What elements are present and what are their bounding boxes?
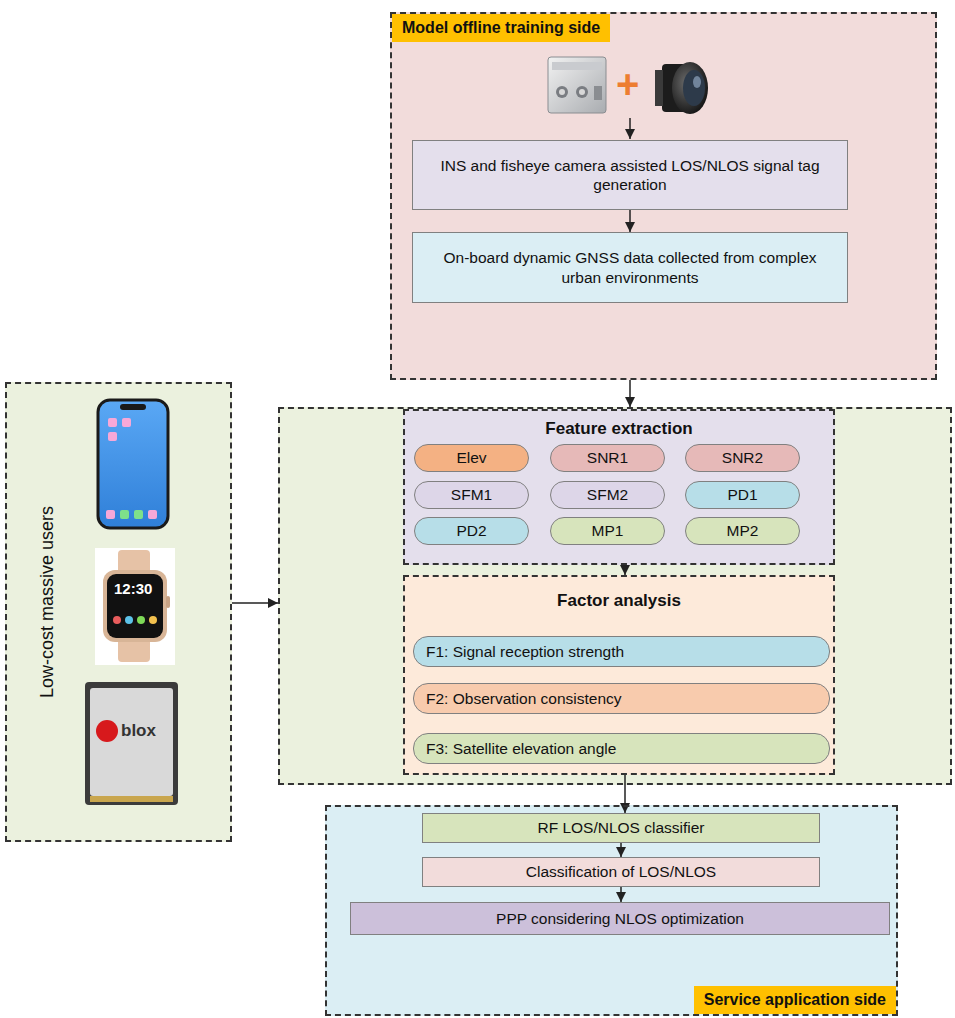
- flow-arrow: [620, 843, 622, 857]
- ins-unit: [548, 57, 606, 113]
- feature-pill: SFM1: [414, 481, 529, 509]
- feature-panel: Feature extractionElevSNR1SNR2SFM1SFM2PD…: [403, 409, 835, 565]
- box-label: SNR1: [587, 449, 628, 467]
- flow-arrow: [624, 775, 626, 813]
- box-label: Classification of LOS/NLOS: [526, 862, 716, 881]
- panel-heading: Feature extraction: [405, 419, 833, 439]
- flow-arrow: [620, 887, 622, 902]
- factor-pill: F2: Observation consistency: [413, 683, 830, 714]
- smartphone: [98, 400, 168, 528]
- panel-fill: [390, 12, 937, 380]
- watch-time: 12:30: [114, 580, 152, 597]
- box-label: PD2: [456, 522, 486, 540]
- box-label: MP2: [727, 522, 759, 540]
- factor-pill: F3: Satellite elevation angle: [413, 733, 830, 764]
- process-box: Classification of LOS/NLOS: [422, 857, 820, 887]
- box-label: SFM2: [587, 486, 628, 504]
- plus-sign: +: [616, 64, 639, 104]
- flow-arrow: [624, 565, 626, 575]
- leader-arrow: [629, 118, 631, 139]
- process-box: RF LOS/NLOS classifier: [422, 813, 820, 843]
- flow-arrow: [629, 210, 631, 232]
- feature-pill: PD1: [685, 481, 800, 509]
- process-box: PPP considering NLOS optimization: [350, 902, 890, 935]
- smartwatch: [95, 548, 175, 665]
- training-panel: Model offline training sideINS and fishe…: [390, 12, 937, 380]
- box-label: On-board dynamic GNSS data collected fro…: [423, 248, 837, 287]
- feature-pill: MP2: [685, 517, 800, 545]
- users-panel: Low-cost massive users: [5, 382, 232, 842]
- brand-logo: blox: [121, 721, 156, 741]
- panel-fill: [5, 382, 232, 842]
- feature-pill: SFM2: [550, 481, 665, 509]
- box-label: PPP considering NLOS optimization: [496, 909, 744, 928]
- panel-fill: [403, 409, 835, 565]
- box-label: PD1: [727, 486, 757, 504]
- panel-fill: [278, 407, 952, 785]
- box-label: F2: Observation consistency: [426, 690, 622, 708]
- flow-arrow: [232, 602, 278, 604]
- panel-heading: Model offline training side: [392, 14, 610, 42]
- processing-panel: Feature extractionElevSNR1SNR2SFM1SFM2PD…: [278, 407, 952, 785]
- panel-fill: [403, 575, 835, 775]
- service-panel: Service application side RF LOS/NLOS clas…: [325, 805, 898, 1016]
- panel-fill: [325, 805, 898, 1016]
- feature-pill: SNR2: [685, 444, 800, 472]
- panel-heading: Low-cost massive users: [37, 506, 58, 698]
- fisheye-camera: [655, 62, 708, 114]
- box-label: Elev: [456, 449, 486, 467]
- ublox-chip: [85, 682, 178, 805]
- panel-heading: Factor analysis: [405, 591, 833, 611]
- feature-pill: SNR1: [550, 444, 665, 472]
- box-label: F3: Satellite elevation angle: [426, 740, 616, 758]
- box-label: INS and fisheye camera assisted LOS/NLOS…: [423, 156, 837, 195]
- feature-pill: PD2: [414, 517, 529, 545]
- box-label: SFM1: [451, 486, 492, 504]
- factor-panel: Factor analysisF1: Signal reception stre…: [403, 575, 835, 775]
- panel-heading: Service application side: [694, 986, 896, 1014]
- feature-pill: Elev: [414, 444, 529, 472]
- box-label: RF LOS/NLOS classifier: [537, 818, 704, 837]
- process-box: On-board dynamic GNSS data collected fro…: [412, 232, 848, 303]
- box-label: SNR2: [722, 449, 763, 467]
- box-label: MP1: [592, 522, 624, 540]
- flow-arrow: [629, 380, 631, 407]
- feature-pill: MP1: [550, 517, 665, 545]
- box-label: F1: Signal reception strength: [426, 643, 624, 661]
- process-box: INS and fisheye camera assisted LOS/NLOS…: [412, 140, 848, 210]
- factor-pill: F1: Signal reception strength: [413, 636, 830, 667]
